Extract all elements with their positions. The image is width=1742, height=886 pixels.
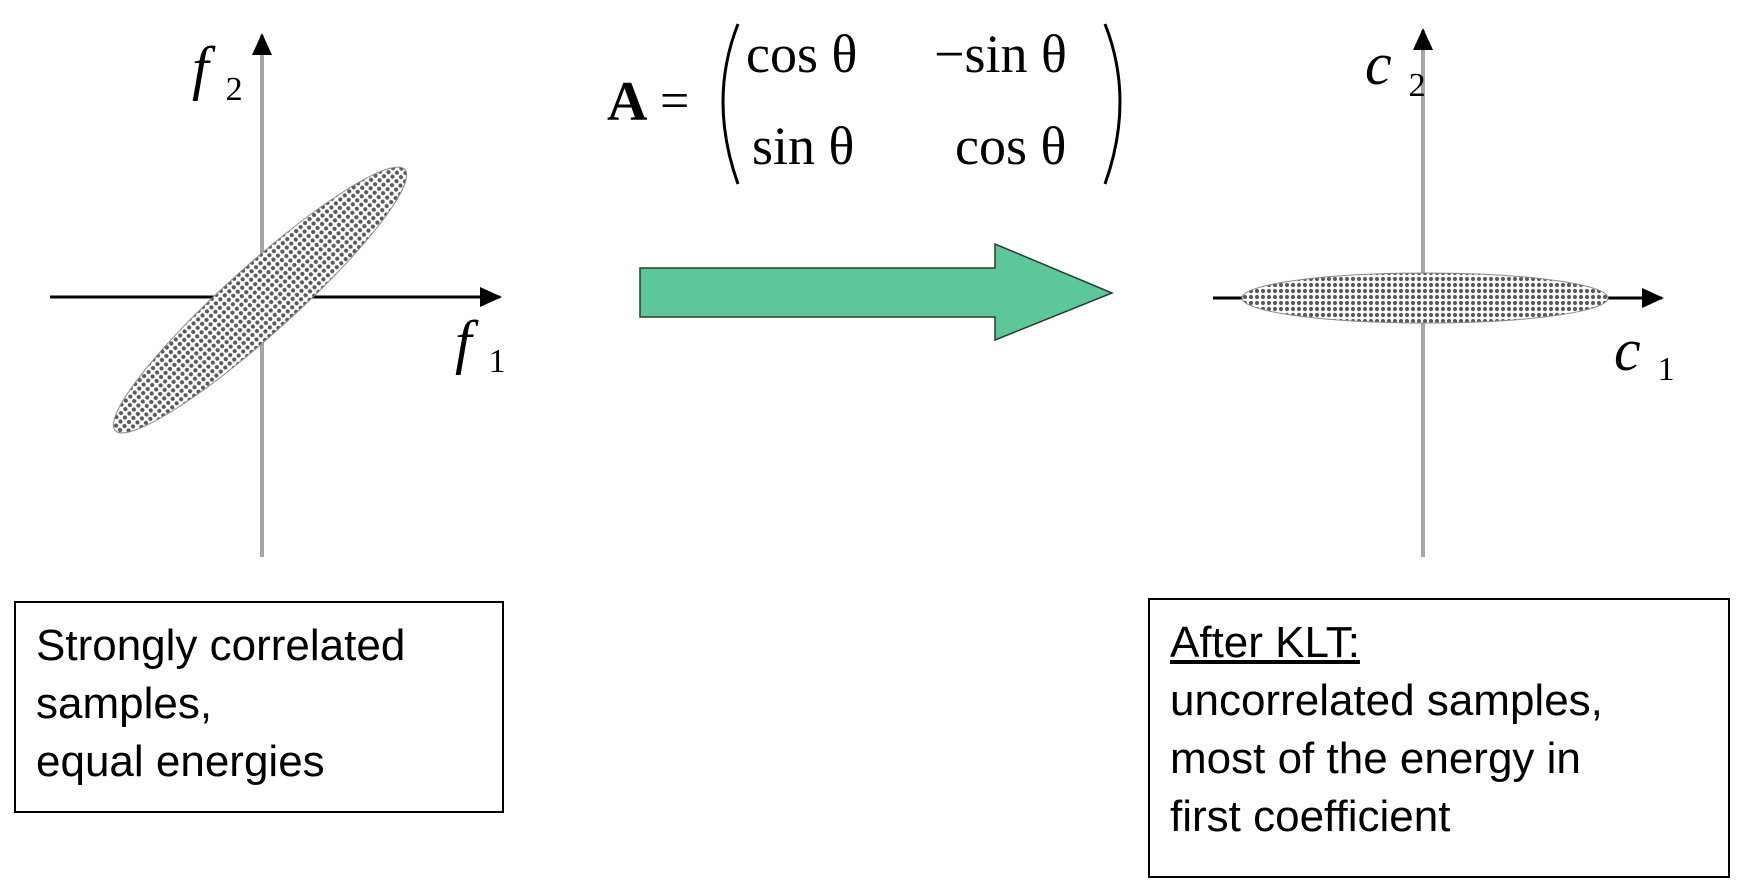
matrix-left-paren [721,23,740,185]
right-plot: c 2 c 1 [1213,28,1675,557]
transform-arrow [639,242,1114,342]
right-y-axis-label: c 2 [1365,31,1426,104]
matrix-equals: = [660,73,689,130]
matrix-right-paren [1103,23,1122,185]
left-caption-box: Strongly correlated samples, equal energ… [14,601,504,813]
rotation-matrix: A = cos θ −sin θ sin θ cos θ [607,23,1122,185]
correlated-samples-ellipse [112,166,408,434]
right-caption-box: After KLT: uncorrelated samples, most of… [1148,598,1730,878]
matrix-cell-r2c1: sin θ [752,116,854,176]
right-caption-line-3: first coefficient [1170,792,1451,841]
right-caption-line-1: uncorrelated samples, [1170,676,1603,725]
left-caption-line-2: samples, [36,679,213,728]
right-caption-heading: After KLT: [1170,618,1360,667]
left-caption-line-1: Strongly correlated [36,621,406,670]
left-caption-line-3: equal energies [36,737,325,786]
left-x-axis-label: f 1 [455,309,506,380]
right-caption-line-2: most of the energy in [1170,734,1581,783]
matrix-cell-r1c1: cos θ [746,24,857,84]
left-y-axis-label: f 2 [192,35,243,108]
right-x-axis-label: c 1 [1614,317,1675,388]
matrix-cell-r2c2: cos θ [955,116,1066,176]
left-plot: f 2 f 1 [50,33,506,557]
uncorrelated-samples-ellipse [1241,272,1609,324]
matrix-cell-r1c2: −sin θ [934,24,1067,84]
matrix-symbol: A [607,71,648,133]
